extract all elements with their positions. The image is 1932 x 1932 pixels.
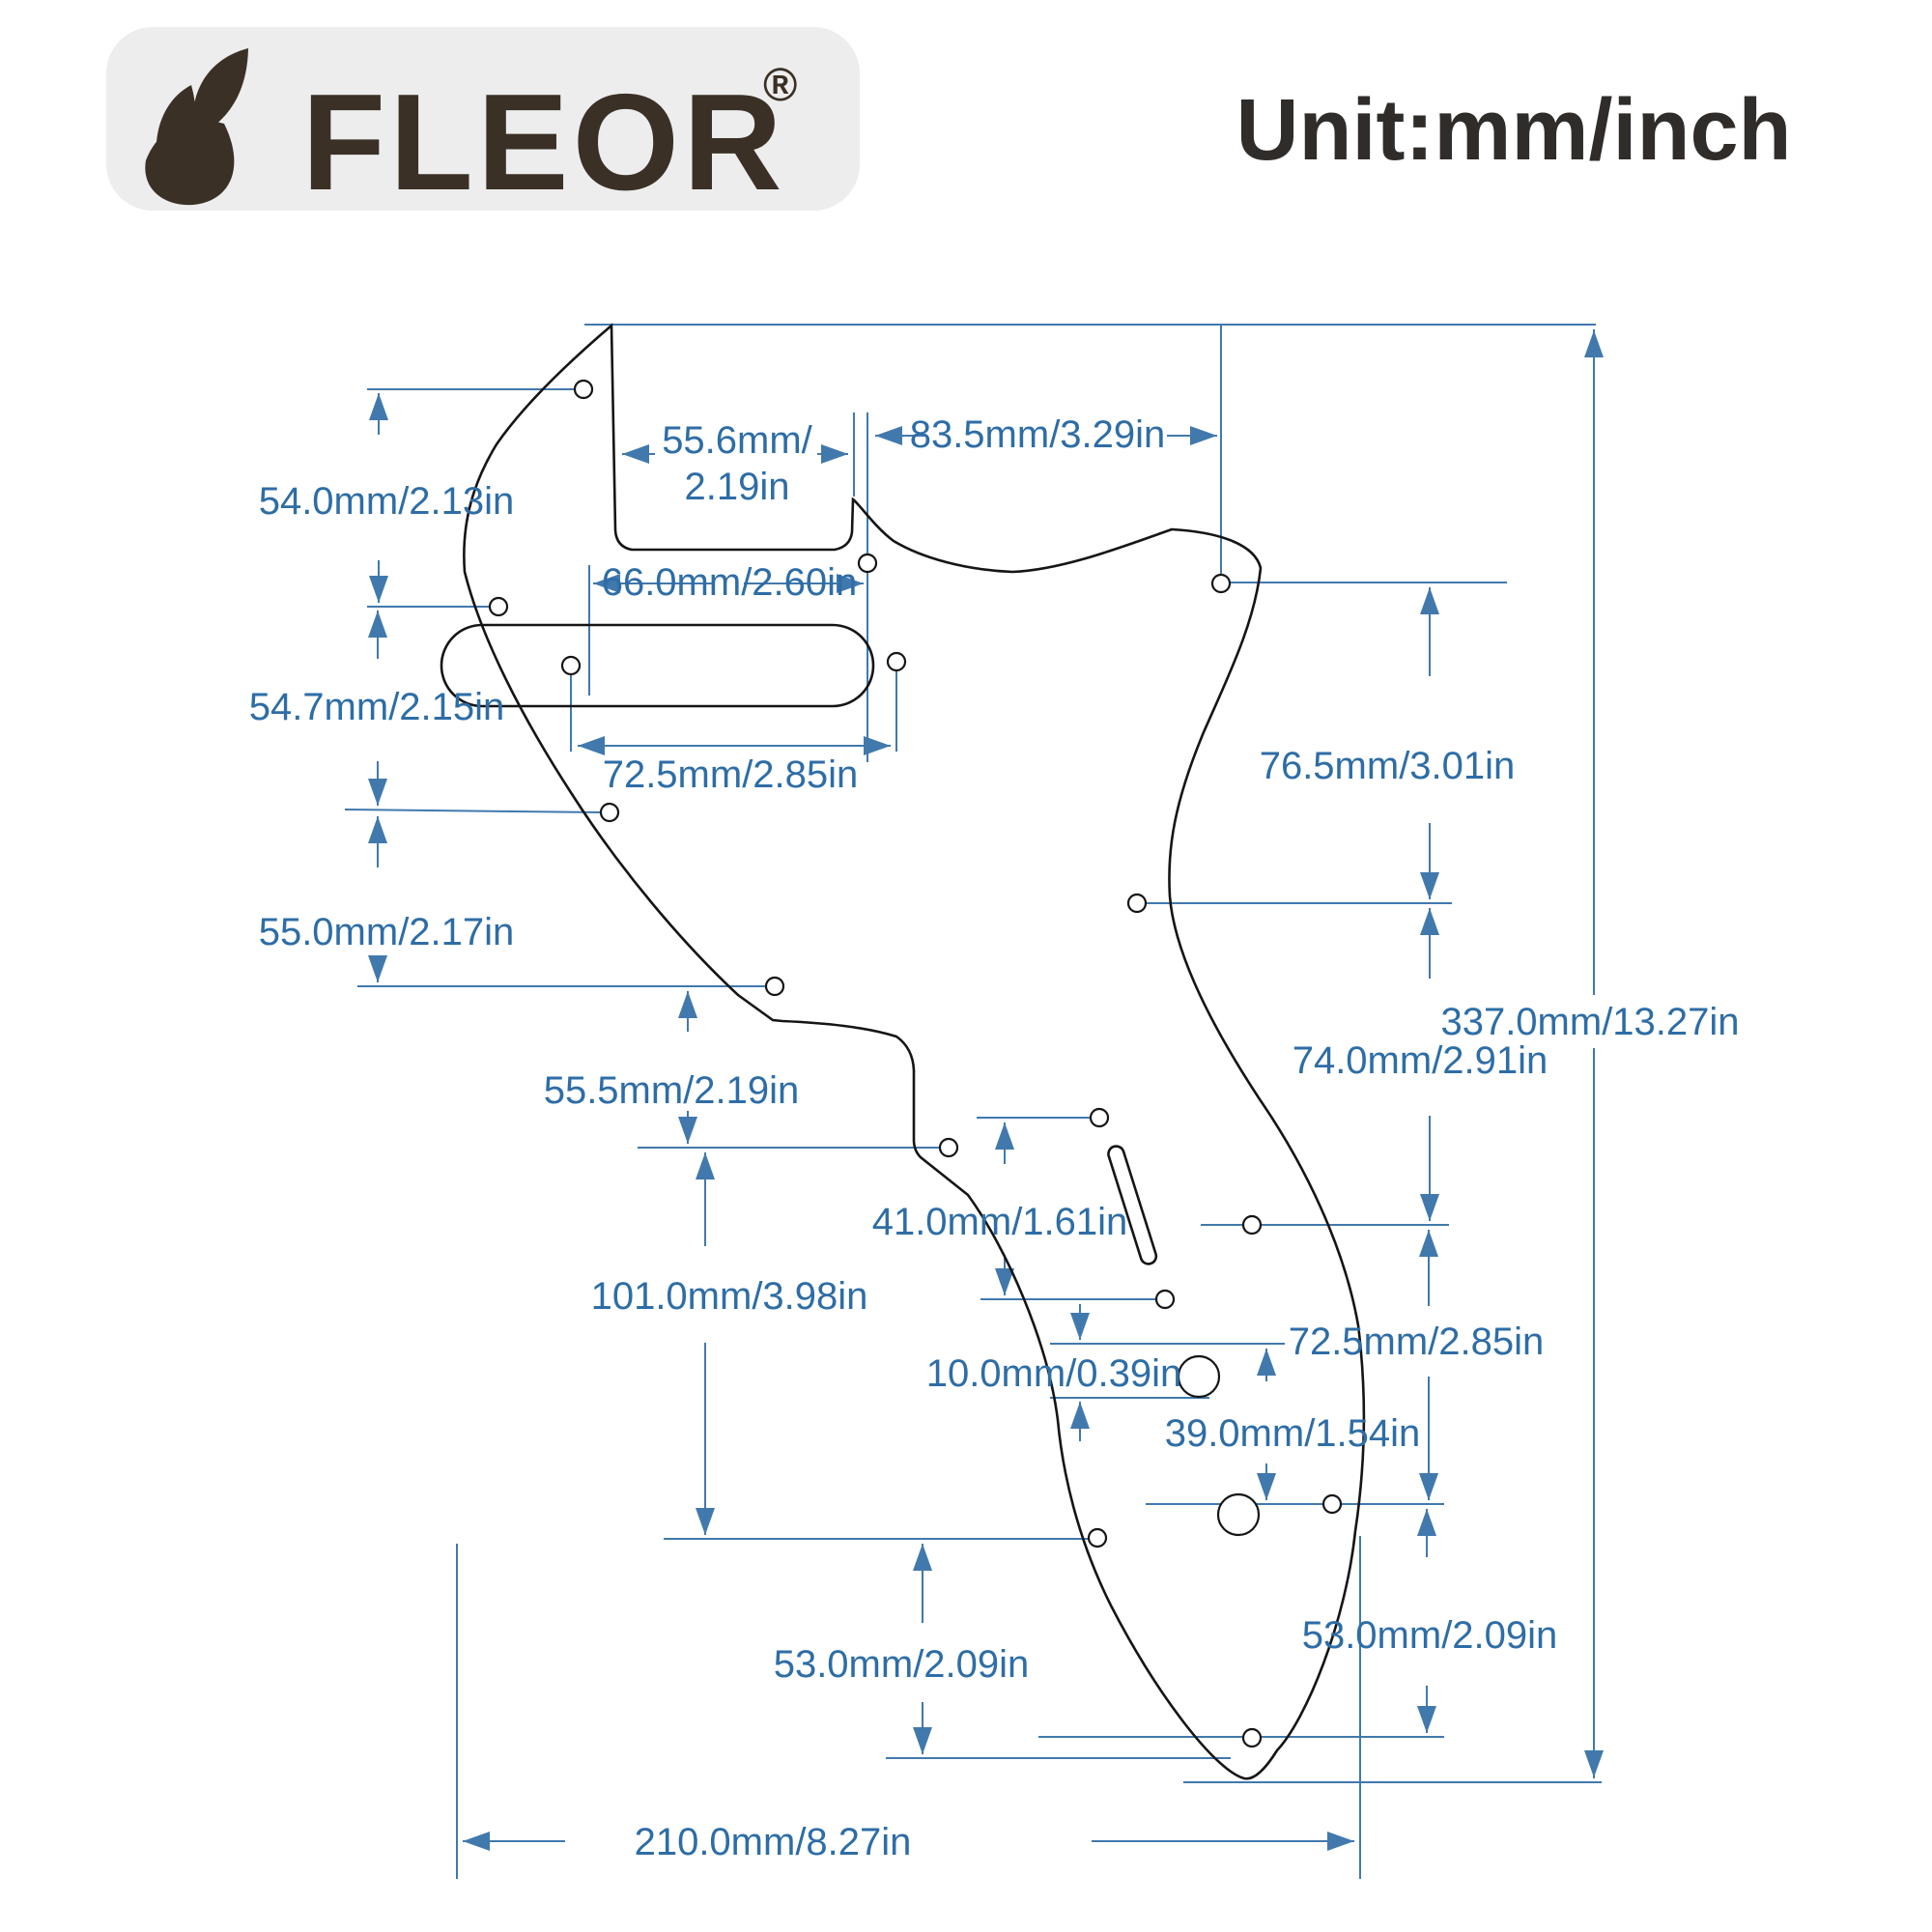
screw-hole: [1241, 1214, 1263, 1236]
dim-label-101-0mm: 101.0mm/3.98in: [591, 1275, 868, 1318]
dim-label-55-5mm: 55.5mm/2.19in: [544, 1069, 800, 1112]
selector-switch-slot: [1107, 1145, 1158, 1265]
dim-label-53-0mm-right: 53.0mm/2.09in: [1302, 1614, 1558, 1657]
screw-hole: [1087, 1527, 1108, 1548]
dimension-arrows: [368, 330, 1604, 1851]
dim-label-210-0mm: 210.0mm/8.27in: [635, 1821, 912, 1863]
logo-badge: [106, 27, 860, 211]
pot-hole-2: [1216, 1492, 1261, 1537]
brand-logo: FLEOR ®: [106, 27, 860, 219]
neck-pickup-cutout: [440, 623, 875, 708]
screw-hole: [938, 1137, 959, 1158]
dim-label-54-7mm: 54.7mm/2.15in: [249, 686, 505, 728]
screw-hole: [857, 553, 878, 574]
screw-hole: [1089, 1107, 1110, 1128]
screw-holes: [488, 379, 1343, 1748]
dim-label-72-5mm-left: 72.5mm/2.85in: [603, 753, 859, 796]
screw-hole: [1210, 573, 1232, 594]
screw-hole: [764, 976, 785, 997]
pickguard-drawing: [440, 323, 1366, 1780]
screw-hole: [488, 596, 509, 617]
pot-hole-1: [1177, 1354, 1221, 1399]
dim-label-54-0mm: 54.0mm/2.13in: [259, 480, 515, 523]
dim-label-337-0mm: 337.0mm/13.27in: [1440, 1001, 1739, 1043]
screw-hole: [1321, 1493, 1343, 1515]
screw-hole: [573, 379, 594, 400]
fleor-leaf-icon: [145, 48, 248, 206]
screw-hole: [1241, 1727, 1263, 1748]
dim-label-55-0mm: 55.0mm/2.17in: [259, 911, 515, 953]
pickguard-outline: [463, 323, 1366, 1780]
dimension-labels: 54.0mm/2.13in 54.7mm/2.15in 55.0mm/2.17i…: [249, 413, 1740, 1863]
screw-hole: [599, 802, 620, 823]
dim-label-74-0mm: 74.0mm/2.91in: [1293, 1039, 1548, 1082]
dim-label-72-5mm-right: 72.5mm/2.85in: [1289, 1321, 1545, 1363]
screw-hole: [886, 651, 907, 672]
dim-label-53-0mm-bottom: 53.0mm/2.09in: [774, 1643, 1030, 1686]
screw-hole: [1154, 1289, 1176, 1310]
dim-label-66-0mm: 66.0mm/2.60in: [602, 561, 858, 604]
brand-wordmark: FLEOR: [301, 66, 785, 219]
dim-label-39-0mm: 39.0mm/1.54in: [1165, 1412, 1421, 1455]
dim-label-83-5mm: 83.5mm/3.29in: [910, 413, 1166, 456]
screw-hole: [1126, 893, 1148, 914]
dimension-reference-lines: [344, 324, 1602, 1879]
dim-label-76-5mm: 76.5mm/3.01in: [1260, 745, 1516, 787]
unit-legend: Unit:mm/inch: [1236, 82, 1792, 179]
dim-label-55-6mm-line1: 55.6mm/: [662, 419, 812, 462]
screw-hole: [560, 655, 582, 676]
dim-label-41-0mm: 41.0mm/1.61in: [872, 1201, 1128, 1243]
dim-label-10-0mm: 10.0mm/0.39in: [926, 1352, 1182, 1395]
registered-trademark-icon: ®: [763, 60, 797, 111]
dim-label-55-6mm-line2: 2.19in: [685, 466, 790, 508]
